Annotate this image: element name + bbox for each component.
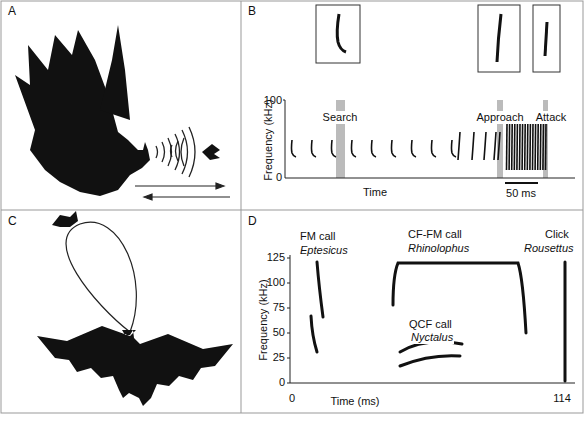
panel-letter: C	[8, 215, 17, 228]
moth	[202, 144, 220, 160]
call-stroke	[372, 140, 377, 157]
divider	[1, 210, 583, 211]
axis-label: Nyctalus	[410, 331, 454, 344]
call-stroke	[513, 124, 515, 170]
call-stroke	[432, 140, 437, 157]
axis-label: 0	[276, 171, 282, 184]
call-stroke	[542, 124, 544, 170]
call-stroke	[519, 124, 521, 170]
call-stroke	[472, 132, 474, 160]
call-stroke	[537, 124, 539, 170]
bat-silhouette	[15, 30, 150, 196]
call-stroke	[524, 124, 526, 170]
axis-label: Search	[322, 111, 359, 124]
call-stroke	[516, 124, 518, 170]
call-stroke	[484, 132, 486, 160]
call-stroke	[458, 132, 460, 160]
call-stroke	[498, 132, 500, 160]
bat-silhouette	[37, 326, 233, 406]
axis-label: Rhinolophus	[408, 242, 469, 255]
call-stroke	[312, 140, 317, 157]
axis-label: 100	[267, 276, 285, 289]
direction-arrows	[135, 183, 230, 200]
axis-label: Click	[545, 228, 569, 241]
call-stroke	[506, 124, 508, 170]
axis-label: 0	[289, 392, 295, 405]
axis-label: QCF call	[408, 318, 453, 331]
ticks	[287, 258, 290, 383]
axis-label: Rousettus	[524, 242, 574, 255]
call-stroke	[526, 124, 528, 170]
x-axis	[285, 178, 575, 179]
call-stroke	[534, 124, 536, 170]
call-stroke	[508, 124, 510, 170]
axis-label: Eptesicus	[300, 244, 348, 257]
moth	[52, 211, 78, 227]
call-stroke	[292, 140, 297, 157]
echolocation-calls	[292, 124, 547, 170]
y-axis	[290, 255, 291, 383]
axis-label: Frequency (kHz)	[262, 99, 275, 180]
call-stroke	[352, 140, 357, 157]
inset	[533, 5, 560, 72]
call-inset	[497, 14, 501, 62]
panel-letter: A	[8, 5, 16, 18]
axis-label: Time (ms)	[330, 395, 379, 408]
bat-wing	[100, 25, 130, 120]
axis-label: Frequency (kHz)	[257, 279, 270, 360]
axis-label: FM call	[300, 230, 335, 243]
call-stroke	[539, 124, 541, 170]
axis-label: 125	[267, 251, 285, 264]
sonar-beam	[66, 222, 136, 332]
axis-label: 25	[273, 351, 285, 364]
panel-letter: B	[248, 5, 256, 18]
axis-label: 114	[553, 392, 571, 405]
call-stroke	[511, 124, 513, 170]
call-inset	[545, 22, 547, 56]
sound-waves	[156, 127, 195, 177]
call-inset	[337, 14, 346, 52]
call-stroke	[529, 124, 531, 170]
call-stroke	[332, 140, 337, 157]
tick	[283, 100, 285, 101]
axis-label: Time	[363, 186, 387, 199]
call-stroke	[532, 124, 534, 170]
divider	[241, 1, 242, 413]
axis-label: 100	[264, 94, 282, 107]
axis-label: Attack	[535, 111, 568, 124]
call-shapes	[311, 262, 565, 381]
inset	[316, 5, 360, 63]
frame	[1, 1, 583, 413]
axis-label: 75	[273, 301, 285, 314]
call-stroke	[521, 124, 523, 170]
scale-bar	[505, 182, 538, 184]
axis-label: 0	[279, 376, 285, 389]
call-stroke	[452, 140, 457, 157]
x-axis	[290, 383, 575, 384]
call-stroke	[392, 140, 397, 157]
axis-label: CF-FM call	[408, 228, 462, 241]
panel-letter: D	[248, 215, 257, 228]
call-stroke	[494, 132, 496, 160]
axis-label: 50 ms	[506, 187, 536, 200]
axis-label: Approach	[475, 111, 524, 124]
call-stroke	[412, 140, 417, 157]
axis-label: 50	[273, 326, 285, 339]
call-stroke	[545, 124, 547, 170]
inset	[478, 5, 520, 72]
bat-ear	[143, 142, 148, 150]
y-axis	[285, 100, 286, 178]
